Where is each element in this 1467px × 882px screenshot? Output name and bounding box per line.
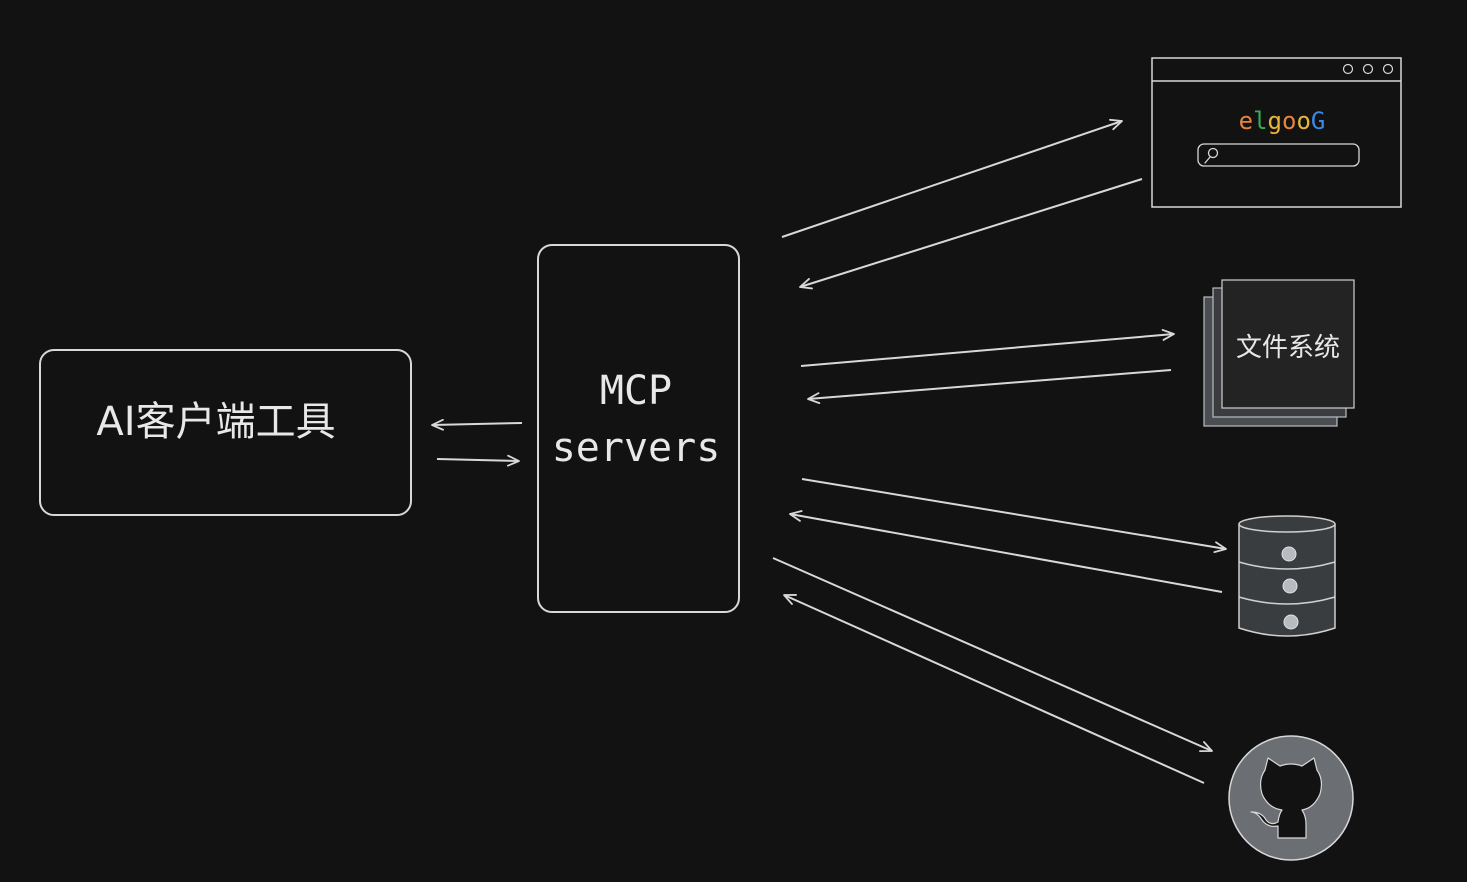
logo-letter: o <box>1296 107 1310 135</box>
mcp-servers-label-line2: servers <box>552 425 721 471</box>
browser-node: elgooG <box>1151 57 1402 208</box>
window-dot-icon <box>1382 63 1394 75</box>
arrow-client-to-server <box>436 454 520 467</box>
arrow-server-to-client <box>431 418 523 431</box>
logo-letter: G <box>1311 107 1325 135</box>
database-icon <box>1238 515 1336 637</box>
github-icon <box>1228 735 1354 861</box>
filesystem-label: 文件系统 <box>1236 333 1340 363</box>
logo-letter: g <box>1268 107 1282 135</box>
window-dot-icon <box>1342 63 1354 75</box>
browser-logo: elgooG <box>1239 107 1326 135</box>
ai-client-box <box>39 349 412 516</box>
arrow-server-to-filesystem <box>800 329 1175 367</box>
browser-window <box>1151 57 1402 208</box>
mcp-servers-node: MCP servers <box>537 244 740 613</box>
arrow-browser-to-server <box>799 178 1143 290</box>
browser-search-bar <box>1197 143 1360 167</box>
mcp-servers-box <box>537 244 740 613</box>
ai-client-label: AI客户端工具 <box>96 399 335 445</box>
ai-client-node: AI客户端工具 <box>39 349 412 516</box>
mcp-servers-label-line1: MCP <box>600 368 672 414</box>
file-sheet-front <box>1221 279 1355 409</box>
window-dot-icon <box>1362 63 1374 75</box>
filesystem-node: 文件系统 <box>1203 279 1355 427</box>
search-icon <box>1204 147 1219 164</box>
arrow-database-to-server <box>789 510 1223 593</box>
arrow-server-to-browser <box>781 118 1123 238</box>
arrow-github-to-server <box>783 594 1205 784</box>
logo-letter: e <box>1239 107 1253 135</box>
logo-letter: l <box>1253 107 1267 135</box>
logo-letter: o <box>1282 107 1296 135</box>
arrow-server-to-github <box>772 557 1213 753</box>
arrow-server-to-database <box>801 478 1227 554</box>
arrow-filesystem-to-server <box>807 369 1172 405</box>
